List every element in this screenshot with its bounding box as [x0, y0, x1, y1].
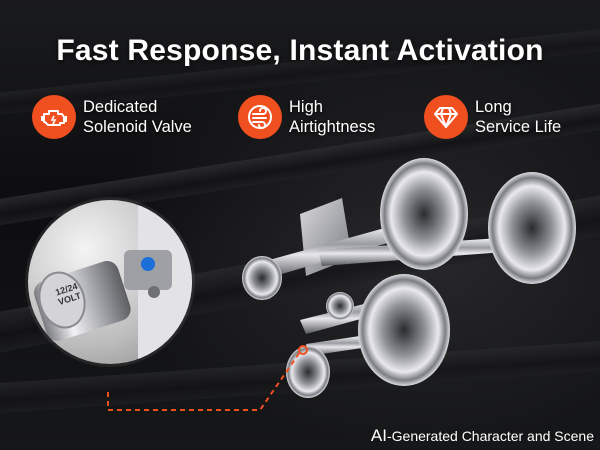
feature-service-life: Long Service Life: [424, 94, 561, 140]
solenoid-valve-closeup: 12/24 VOLT: [28, 200, 192, 364]
callout-marker: [298, 345, 308, 355]
horn-bell: [326, 292, 354, 320]
ai-disclaimer: AI-Generated Character and Scene: [371, 426, 594, 446]
horn-bell: [488, 172, 576, 284]
horn-bell: [242, 256, 282, 300]
headline: Fast Response, Instant Activation: [56, 34, 544, 67]
solenoid-valve-illustration: [34, 200, 192, 364]
ai-caption-text: -Generated Character and Scene: [386, 428, 594, 444]
air-flow-icon: [238, 95, 282, 139]
engine-icon: [32, 95, 76, 139]
horn-bell: [286, 346, 330, 398]
diamond-icon: [424, 95, 468, 139]
feature-label: Long Service Life: [475, 98, 562, 136]
callout-line: [107, 351, 301, 411]
horn-bell: [358, 274, 450, 386]
horn-bell: [380, 158, 468, 270]
feature-label: Dedicated Solenoid Valve: [83, 98, 192, 136]
ai-label: AI: [370, 426, 387, 445]
feature-label: High Airtightness: [289, 98, 376, 136]
feature-airtightness: High Airtightness: [238, 94, 375, 140]
feature-solenoid-valve: Dedicated Solenoid Valve: [32, 94, 192, 140]
